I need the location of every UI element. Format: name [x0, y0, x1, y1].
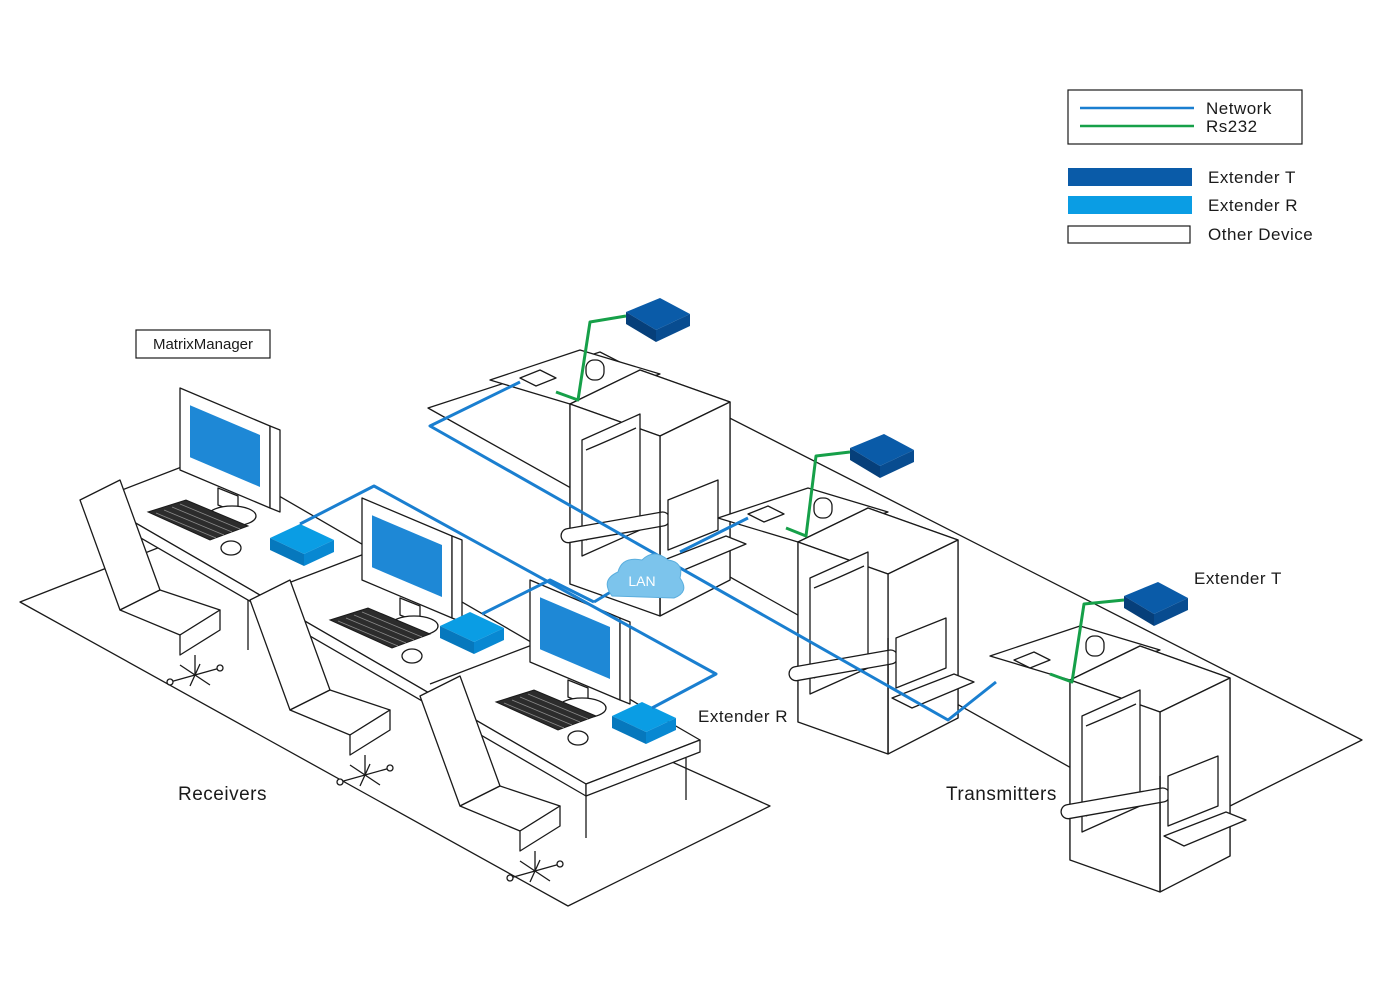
- legend-other-device-label: Other Device: [1208, 225, 1313, 244]
- extender-t-label: Extender T: [1194, 569, 1282, 588]
- legend-extender-r-swatch: [1068, 196, 1192, 214]
- legend-extender-r-label: Extender R: [1208, 196, 1298, 215]
- other-device: [1013, 651, 1051, 669]
- lan-label: LAN: [628, 573, 655, 589]
- legend-network-label: Network: [1206, 99, 1272, 118]
- other-device: [519, 369, 557, 387]
- cloud-icon: [606, 553, 685, 599]
- extender-t-device: [1124, 582, 1188, 626]
- legend: Network Rs232 Extender T Extender R Othe…: [1067, 89, 1313, 244]
- extender-r-device: [612, 702, 676, 744]
- mouse-icon: [401, 648, 423, 664]
- extender-r-device: [440, 612, 504, 654]
- legend-extender-t-label: Extender T: [1208, 168, 1296, 187]
- transmitters-label: Transmitters: [946, 784, 1057, 805]
- mouse-icon: [567, 730, 589, 746]
- extender-r-device: [270, 524, 334, 566]
- receivers-label: Receivers: [178, 784, 267, 805]
- legend-other-device-swatch: [1067, 225, 1191, 244]
- mouse-icon: [220, 540, 242, 556]
- matrix-manager-label: MatrixManager: [153, 336, 253, 353]
- legend-rs232-label: Rs232: [1206, 117, 1258, 136]
- legend-lines-box: [1067, 89, 1303, 145]
- extender-r-label: Extender R: [698, 707, 788, 726]
- matrix-manager-box: [135, 329, 271, 359]
- extender-t-device: [626, 298, 690, 342]
- legend-extender-t-swatch: [1068, 168, 1192, 186]
- other-device: [747, 505, 785, 523]
- rs232-link: [555, 314, 1125, 684]
- extender-t-device: [850, 434, 914, 478]
- network-link: [299, 380, 997, 722]
